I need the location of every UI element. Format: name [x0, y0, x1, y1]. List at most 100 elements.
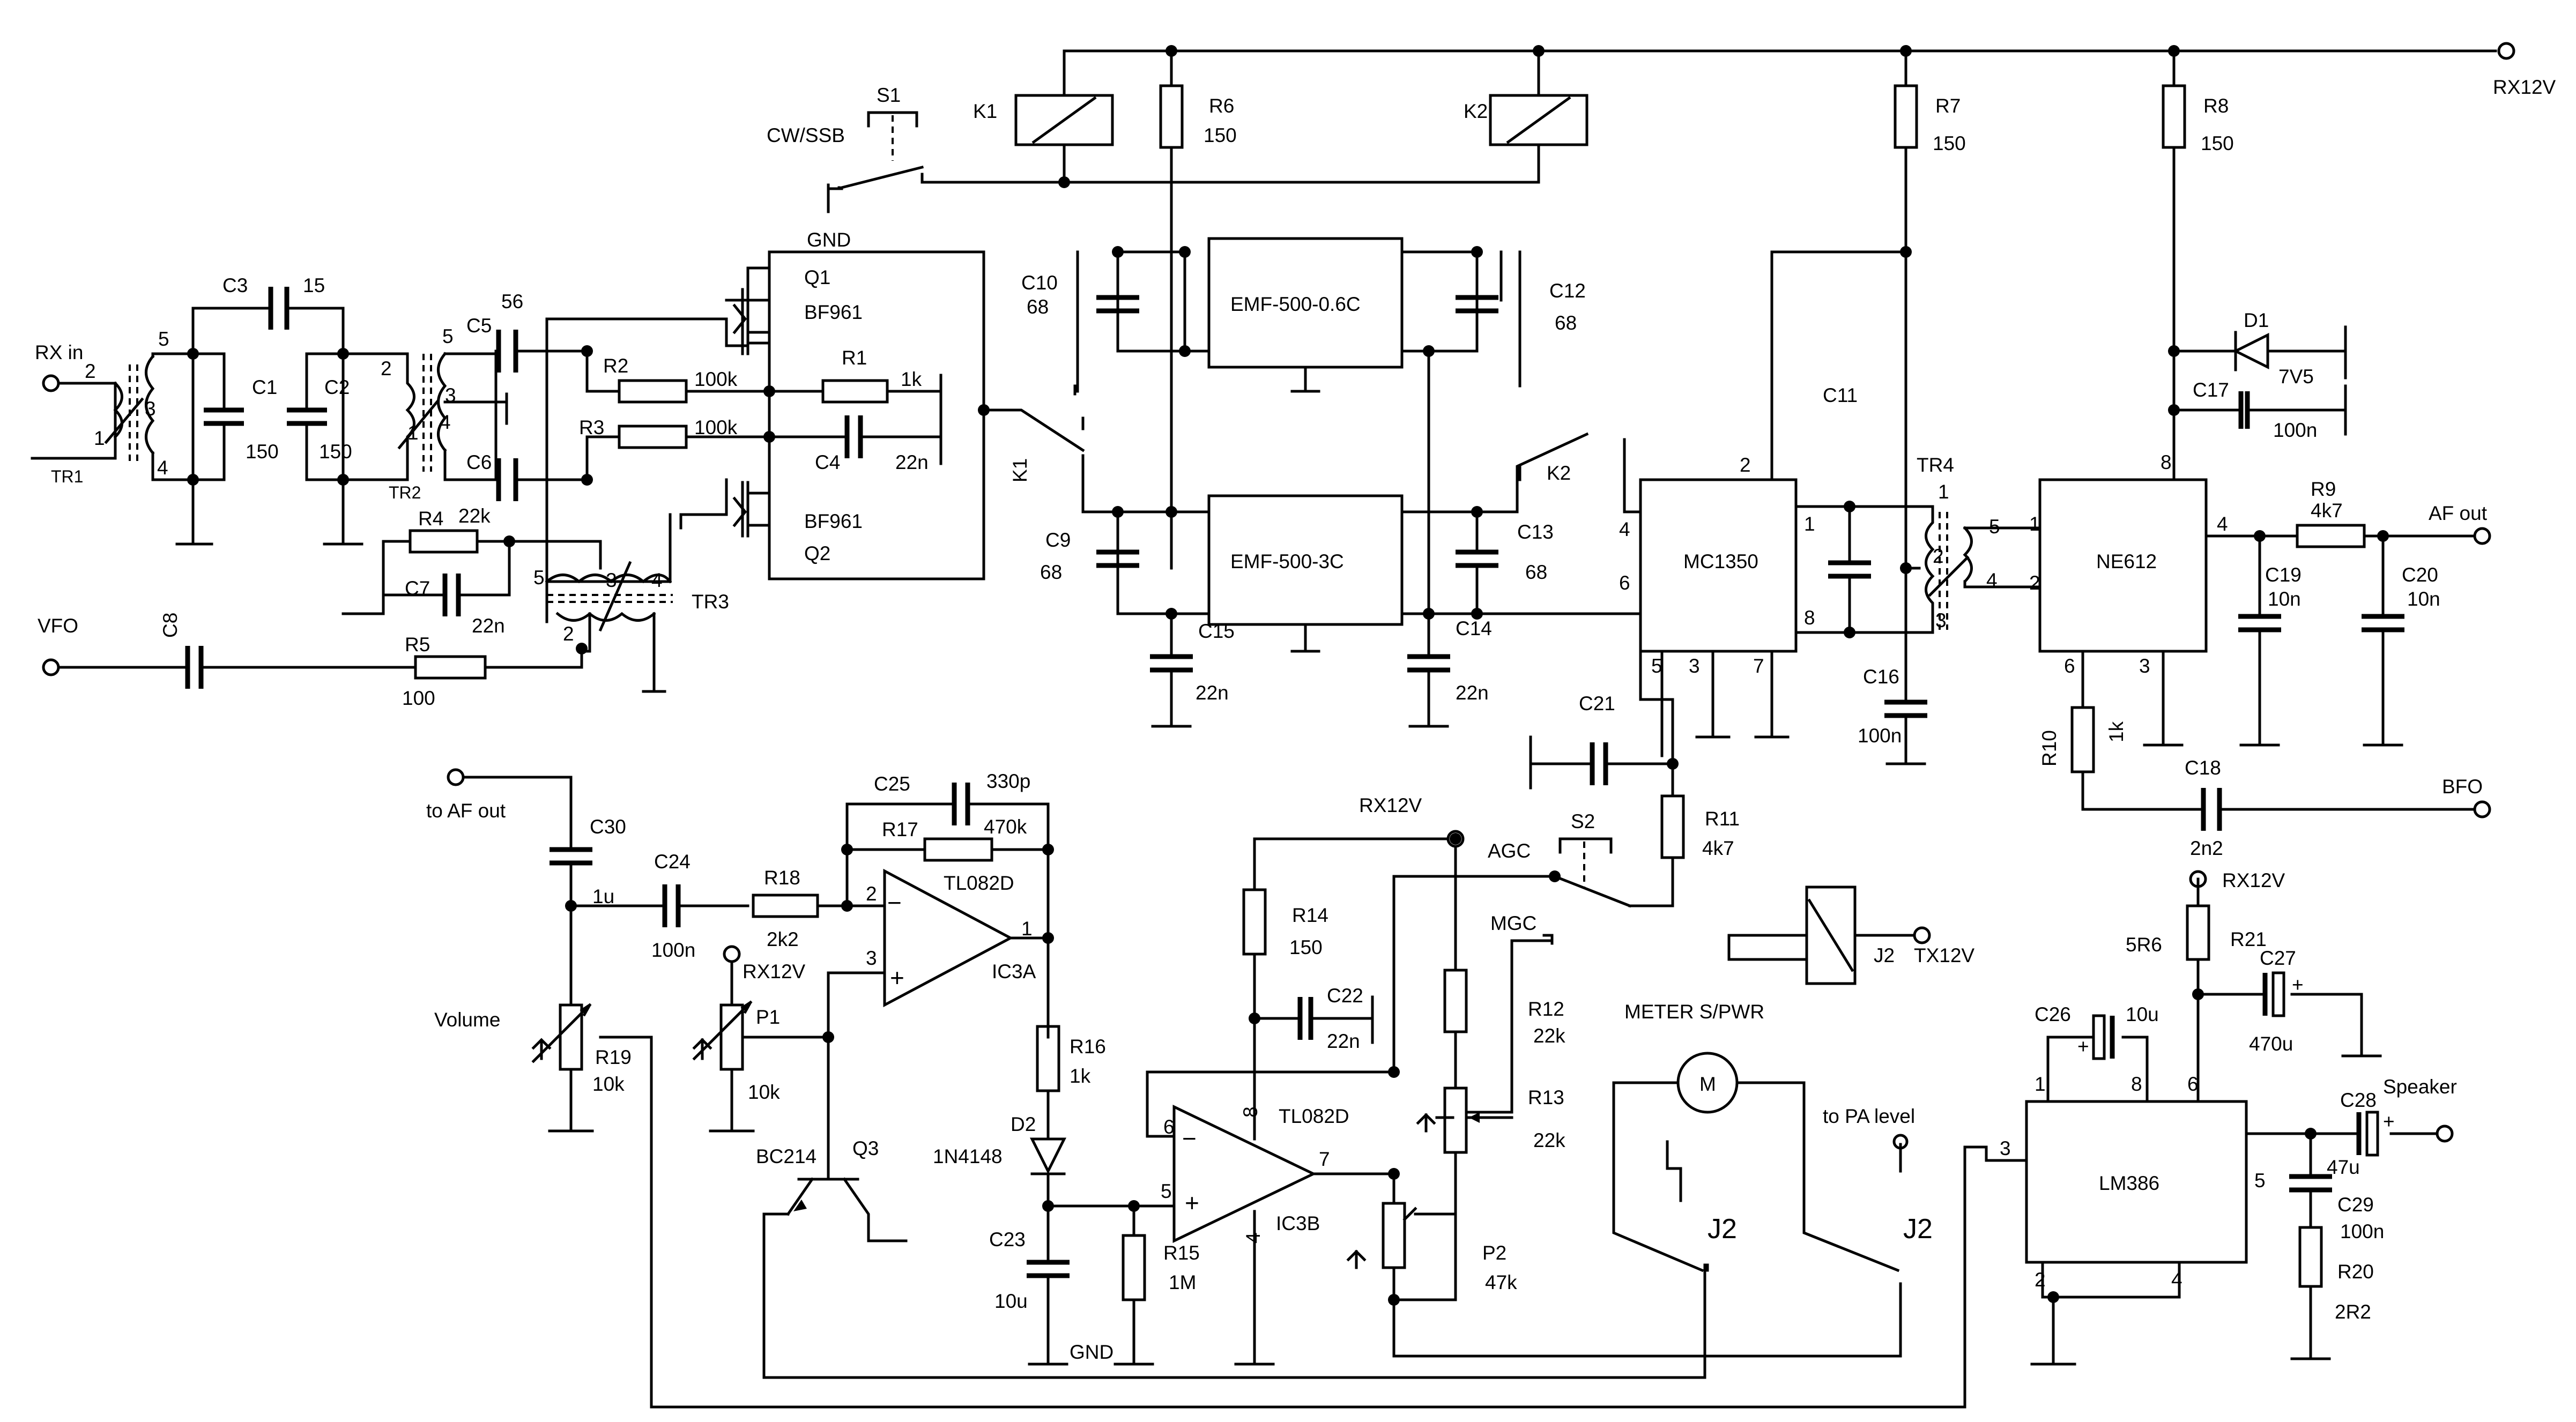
svg-text:C12: C12	[1549, 280, 1586, 302]
svg-text:100n: 100n	[651, 939, 695, 961]
svg-text:R7: R7	[1935, 95, 1961, 117]
svg-text:1: 1	[1804, 513, 1815, 535]
mosfet-q2: BF961 Q2	[679, 404, 990, 580]
potentiometer-p1[interactable]: RX12V P1 10k	[692, 945, 830, 1133]
svg-text:8: 8	[1804, 607, 1815, 629]
svg-text:3: 3	[2139, 655, 2150, 677]
speaker-terminal[interactable]	[2436, 1125, 2454, 1143]
svg-text:1M: 1M	[1169, 1271, 1196, 1293]
svg-text:IC3A: IC3A	[992, 961, 1036, 982]
svg-text:100n: 100n	[1858, 725, 1902, 747]
svg-text:8: 8	[2131, 1073, 2142, 1095]
svg-text:MGC: MGC	[1490, 912, 1536, 934]
svg-text:4: 4	[651, 569, 663, 591]
svg-text:470u: 470u	[2249, 1033, 2293, 1055]
svg-text:22k: 22k	[1533, 1025, 1565, 1047]
svg-text:3: 3	[2000, 1137, 2011, 1159]
svg-text:R10: R10	[2038, 730, 2060, 766]
svg-text:4: 4	[157, 457, 168, 479]
svg-text:6: 6	[1163, 1116, 1175, 1138]
svg-text:3: 3	[1935, 609, 1947, 631]
chip-ne612: NE612 1 2 8 4 6 3	[2029, 451, 2228, 747]
rx-in-terminal[interactable]	[42, 374, 60, 392]
svg-text:100k: 100k	[694, 368, 738, 390]
k2-label: K2	[1464, 100, 1488, 122]
vfo-terminal[interactable]	[42, 658, 60, 676]
capacitor-c22: C22 22n	[1253, 985, 1374, 1052]
svg-text:TL082D: TL082D	[1279, 1105, 1349, 1127]
svg-text:EMF-500-3C: EMF-500-3C	[1230, 550, 1344, 572]
capacitor-c7: C7 22n	[405, 574, 505, 637]
svg-text:to PA level: to PA level	[1823, 1105, 1915, 1127]
svg-text:2k2: 2k2	[767, 928, 799, 950]
svg-text:1k: 1k	[901, 368, 922, 390]
svg-text:6: 6	[1619, 572, 1630, 594]
svg-text:470k: 470k	[984, 816, 1027, 838]
svg-text:K2: K2	[1547, 462, 1571, 484]
capacitor-c12: C12 68	[1456, 250, 1586, 353]
svg-text:IC3B: IC3B	[1276, 1212, 1320, 1234]
capacitor-c14: C14 22n	[1407, 612, 1492, 728]
svg-text:TX12V: TX12V	[1914, 944, 1974, 966]
switch-s2[interactable]: S2 AGC MGC	[1392, 810, 1632, 1114]
svg-text:1N4148: 1N4148	[933, 1145, 1003, 1167]
svg-text:4k7: 4k7	[2311, 500, 2343, 522]
resistor-r6: R6 150	[1159, 49, 1237, 570]
rx12v-label: RX12V	[2493, 76, 2556, 98]
diode-d2: D2 1N4148	[933, 1113, 1067, 1208]
svg-text:R11: R11	[1705, 808, 1740, 830]
af-out-terminal[interactable]	[2473, 527, 2491, 545]
resistor-r10: R10 1k	[2038, 706, 2476, 811]
svg-text:3: 3	[606, 569, 617, 591]
chip-mc1350: MC1350 4 6 1 8 2 5 3 7 C11	[1619, 384, 1907, 757]
svg-text:47u: 47u	[2327, 1156, 2360, 1178]
capacitor-c27: + C27 470u	[2196, 947, 2382, 1058]
svg-text:68: 68	[1525, 561, 1547, 583]
svg-text:C19: C19	[2265, 564, 2302, 586]
svg-text:RX12V: RX12V	[743, 961, 806, 982]
vfo-input: VFO C8 R5 100	[38, 613, 583, 709]
svg-text:4: 4	[440, 411, 451, 433]
rx12v-terminal[interactable]	[2497, 42, 2515, 60]
potentiometer-p2[interactable]: P2 47k	[1346, 1172, 1902, 1358]
svg-text:+: +	[2383, 1111, 2395, 1133]
capacitor-c24: C24 100n	[651, 851, 695, 961]
svg-text:1k: 1k	[2105, 721, 2127, 742]
svg-text:2: 2	[1740, 454, 1751, 476]
svg-text:+: +	[1185, 1189, 1199, 1217]
capacitor-c25: C25 330p	[874, 770, 1030, 825]
svg-text:EMF-500-0.6C: EMF-500-0.6C	[1230, 293, 1361, 315]
bfo-terminal[interactable]	[2473, 800, 2491, 818]
transformer-tr4: TR4 1 2 3 5 4	[1900, 454, 2042, 672]
to-af-out-terminal[interactable]	[447, 768, 465, 786]
relay-k1-contact: K1	[982, 250, 1211, 513]
svg-text:D2: D2	[1011, 1113, 1036, 1135]
svg-text:R19: R19	[595, 1046, 632, 1068]
svg-text:R6: R6	[1209, 95, 1234, 117]
svg-text:10k: 10k	[748, 1081, 780, 1103]
filter-emf-lower: EMF-500-3C	[1207, 494, 1404, 653]
svg-text:7: 7	[1319, 1148, 1330, 1170]
svg-text:2: 2	[866, 883, 877, 905]
svg-text:Volume: Volume	[434, 1009, 500, 1031]
tx12v-terminal[interactable]	[1913, 926, 1931, 944]
capacitor-c15: C15 22n	[1150, 612, 1235, 728]
svg-text:RX in: RX in	[35, 341, 83, 363]
svg-text:K1: K1	[1009, 458, 1031, 482]
svg-text:+: +	[2292, 974, 2304, 996]
svg-text:R1: R1	[842, 347, 867, 369]
potentiometer-r13[interactable]: R13 22k	[1416, 1086, 1565, 1216]
svg-text:C9: C9	[1045, 529, 1071, 551]
svg-text:C4: C4	[815, 451, 840, 473]
svg-text:1u: 1u	[592, 885, 614, 907]
opamp-ic3a: − + 2 3 1 TL082D IC3A	[827, 868, 1050, 1008]
switch-s1[interactable]: S1 CW/SSB GND	[767, 84, 924, 251]
svg-text:R21: R21	[2230, 928, 2267, 950]
svg-text:LM386: LM386	[2099, 1172, 2159, 1194]
svg-text:Q2: Q2	[804, 542, 830, 564]
capacitor-c26: + C26 10u	[2035, 1003, 2159, 1060]
transformer-tr1: TR1 5 4 3	[51, 328, 195, 486]
svg-text:8: 8	[1239, 1106, 1261, 1118]
svg-text:5: 5	[1651, 655, 1662, 677]
potentiometer-r19-volume[interactable]: Volume R19 10k	[434, 904, 1966, 1409]
